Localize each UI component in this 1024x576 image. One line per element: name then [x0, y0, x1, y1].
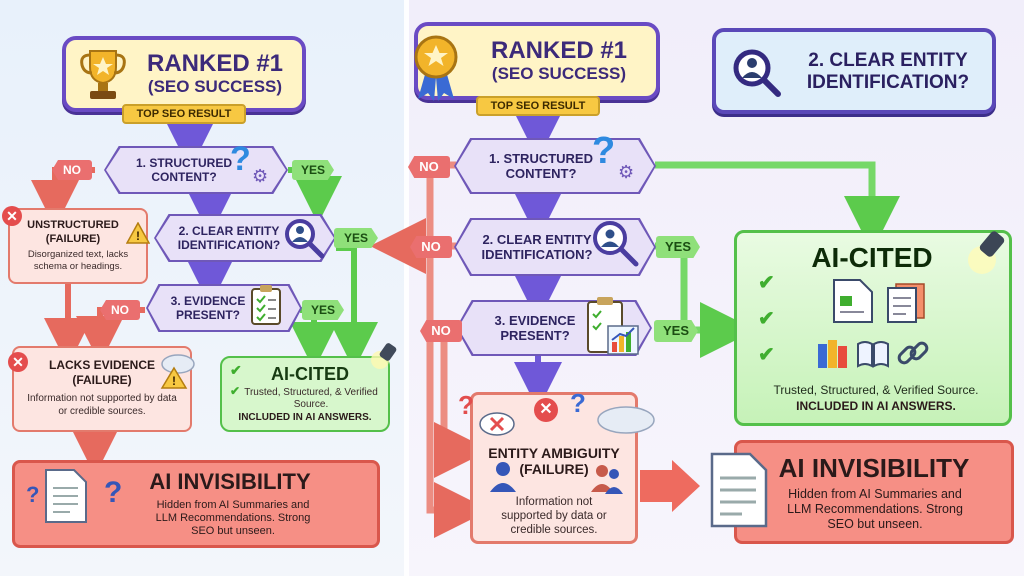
- right-cited-book-icon: [857, 341, 889, 368]
- right-q1-node: 1. STRUCTURED CONTENT?: [454, 138, 656, 194]
- right-ai-cited-desc: Trusted, Structured, & Verified Source.: [773, 383, 979, 397]
- right-q3-yes: YES: [654, 320, 698, 342]
- right-q2-yes: YES: [656, 236, 700, 258]
- right-q1-no: NO: [408, 156, 450, 178]
- left-top-seo-tag: TOP SEO RESULT: [122, 104, 246, 124]
- left-ai-cited-title: AI-CITED: [271, 364, 349, 384]
- right-entity-card-label: 2. CLEAR ENTITY IDENTIFICATION?: [806, 50, 970, 93]
- left-lacks-desc: Information not supported by data or cre…: [27, 393, 177, 417]
- left-ai-cited-strong: INCLUDED IN AI ANSWERS.: [238, 412, 372, 423]
- right-invis-document-icon: [710, 452, 768, 528]
- right-check-icon-2: ✔: [758, 308, 775, 330]
- right-gear-icon: ⚙: [618, 162, 635, 182]
- left-unstructured-x-icon: ✕: [2, 206, 22, 226]
- left-ranked-card: RANKED #1 (SEO SUCCESS): [62, 36, 306, 112]
- left-spotlight-icon: [371, 343, 397, 369]
- right-invis-desc: Hidden from AI Summaries and LLM Recomme…: [787, 487, 963, 531]
- right-entity-card: 2. CLEAR ENTITY IDENTIFICATION?: [712, 28, 996, 114]
- right-ranked-card: RANKED #1 (SEO SUCCESS): [414, 22, 660, 101]
- left-invis-desc: Hidden from AI Summaries and LLM Recomme…: [155, 499, 311, 537]
- left-ranked-title: RANKED #1: [146, 50, 284, 77]
- svg-text:!: !: [172, 374, 176, 388]
- left-q1-no: NO: [52, 160, 92, 180]
- right-cited-document-icon: [833, 279, 873, 323]
- left-q3-clipboard-icon: [251, 285, 281, 325]
- right-ambiguity-x-icon: ✕: [534, 398, 558, 422]
- right-q3-clipboard-chart-icon: [587, 297, 639, 355]
- left-invis-question-icon: ?: [26, 482, 40, 507]
- left-unstructured-desc: Disorganized text, lacks schema or headi…: [27, 249, 129, 272]
- right-ambiguity-people-icon: [591, 465, 623, 494]
- right-ambiguity-question-icon-2: ?: [570, 388, 586, 418]
- right-ambiguity-cloud-icon: [597, 406, 655, 434]
- left-unstructured-box: UNSTRUCTURED (FAILURE) Disorganized text…: [8, 208, 148, 284]
- right-q1-question-icon: ?: [592, 130, 616, 172]
- right-check-icon-3: ✔: [758, 344, 775, 366]
- left-ranked-subtitle: (SEO SUCCESS): [147, 77, 283, 96]
- left-check-icon-2: ✔: [230, 384, 241, 398]
- right-ai-invisibility-box: AI INVISIBILITY Hidden from AI Summaries…: [734, 440, 1014, 544]
- right-ai-cited-box: AI-CITED Trusted, Structured, & Verified…: [734, 230, 1012, 426]
- right-ambiguity-speech-x-icon: [479, 412, 515, 436]
- right-ai-cited-title: AI-CITED: [811, 242, 933, 273]
- right-ambiguity-question-icon: ?: [458, 390, 474, 420]
- left-q3-yes: YES: [302, 300, 344, 320]
- right-q3-node: 3. EVIDENCE PRESENT?: [456, 300, 652, 356]
- left-lacks-title: LACKS EVIDENCE (FAILURE): [48, 358, 155, 387]
- right-top-seo-tag: TOP SEO RESULT: [476, 96, 600, 116]
- medal-icon: [414, 35, 458, 101]
- left-q1-node: 1. STRUCTURED CONTENT?: [104, 146, 288, 194]
- right-cited-link-icon: [897, 341, 929, 365]
- right-ambiguity-person-icon: [490, 462, 516, 492]
- left-unstructured-warning-icon: !: [126, 222, 150, 244]
- right-ai-cited-strong: INCLUDED IN AI ANSWERS.: [796, 399, 956, 413]
- right-ranked-subtitle: (SEO SUCCESS): [491, 64, 627, 83]
- left-lacks-cloud-warning-icon: !: [160, 354, 195, 389]
- right-invis-title: AI INVISIBILITY: [778, 453, 970, 483]
- left-lacks-x-icon: ✕: [8, 352, 28, 372]
- right-ambiguity-title: ENTITY AMBIGUITY (FAILURE): [488, 445, 620, 477]
- left-q1-question-icon: ?: [230, 140, 251, 178]
- left-q2-yes: YES: [334, 228, 378, 248]
- right-cited-books-icon: [818, 340, 847, 368]
- trophy-icon: [80, 50, 126, 99]
- left-invis-title: AI INVISIBILITY: [149, 469, 311, 494]
- right-spotlight-icon: [968, 231, 1005, 274]
- right-q2-no: NO: [410, 236, 452, 258]
- left-q1-label: 1. STRUCTURED CONTENT?: [106, 148, 286, 192]
- left-q1-yes: YES: [292, 160, 334, 180]
- left-check-icon: ✔: [230, 362, 242, 378]
- right-ranked-title: RANKED #1: [490, 37, 628, 64]
- left-q2-magnifier-user-icon: [285, 219, 325, 259]
- left-q3-no: NO: [100, 300, 140, 320]
- left-invis-document-icon: [45, 469, 87, 523]
- right-q3-no: NO: [420, 320, 462, 342]
- right-q2-magnifier-user-icon: [593, 221, 639, 267]
- left-ai-cited-box: AI-CITED Trusted, Structured, & Verified…: [220, 356, 390, 432]
- left-invis-question-icon-2: ?: [104, 476, 123, 509]
- left-lacks-evidence-box: LACKS EVIDENCE (FAILURE) Information not…: [12, 346, 192, 432]
- big-red-arrow: [640, 460, 700, 512]
- right-check-icon-1: ✔: [758, 272, 775, 294]
- right-ambiguity-desc: Information not supported by data or cre…: [501, 496, 607, 536]
- left-gear-icon: ⚙: [252, 166, 269, 186]
- right-q1-label: 1. STRUCTURED CONTENT?: [456, 140, 654, 192]
- left-unstructured-title: UNSTRUCTURED (FAILURE): [27, 219, 119, 245]
- svg-text:!: !: [136, 229, 140, 243]
- panel-divider: [404, 0, 409, 576]
- right-entity-magnifier-user-icon: [733, 49, 781, 97]
- right-cited-papers-icon: [887, 283, 925, 323]
- left-ai-cited-desc: Trusted, Structured, & Verified Source.: [244, 387, 378, 410]
